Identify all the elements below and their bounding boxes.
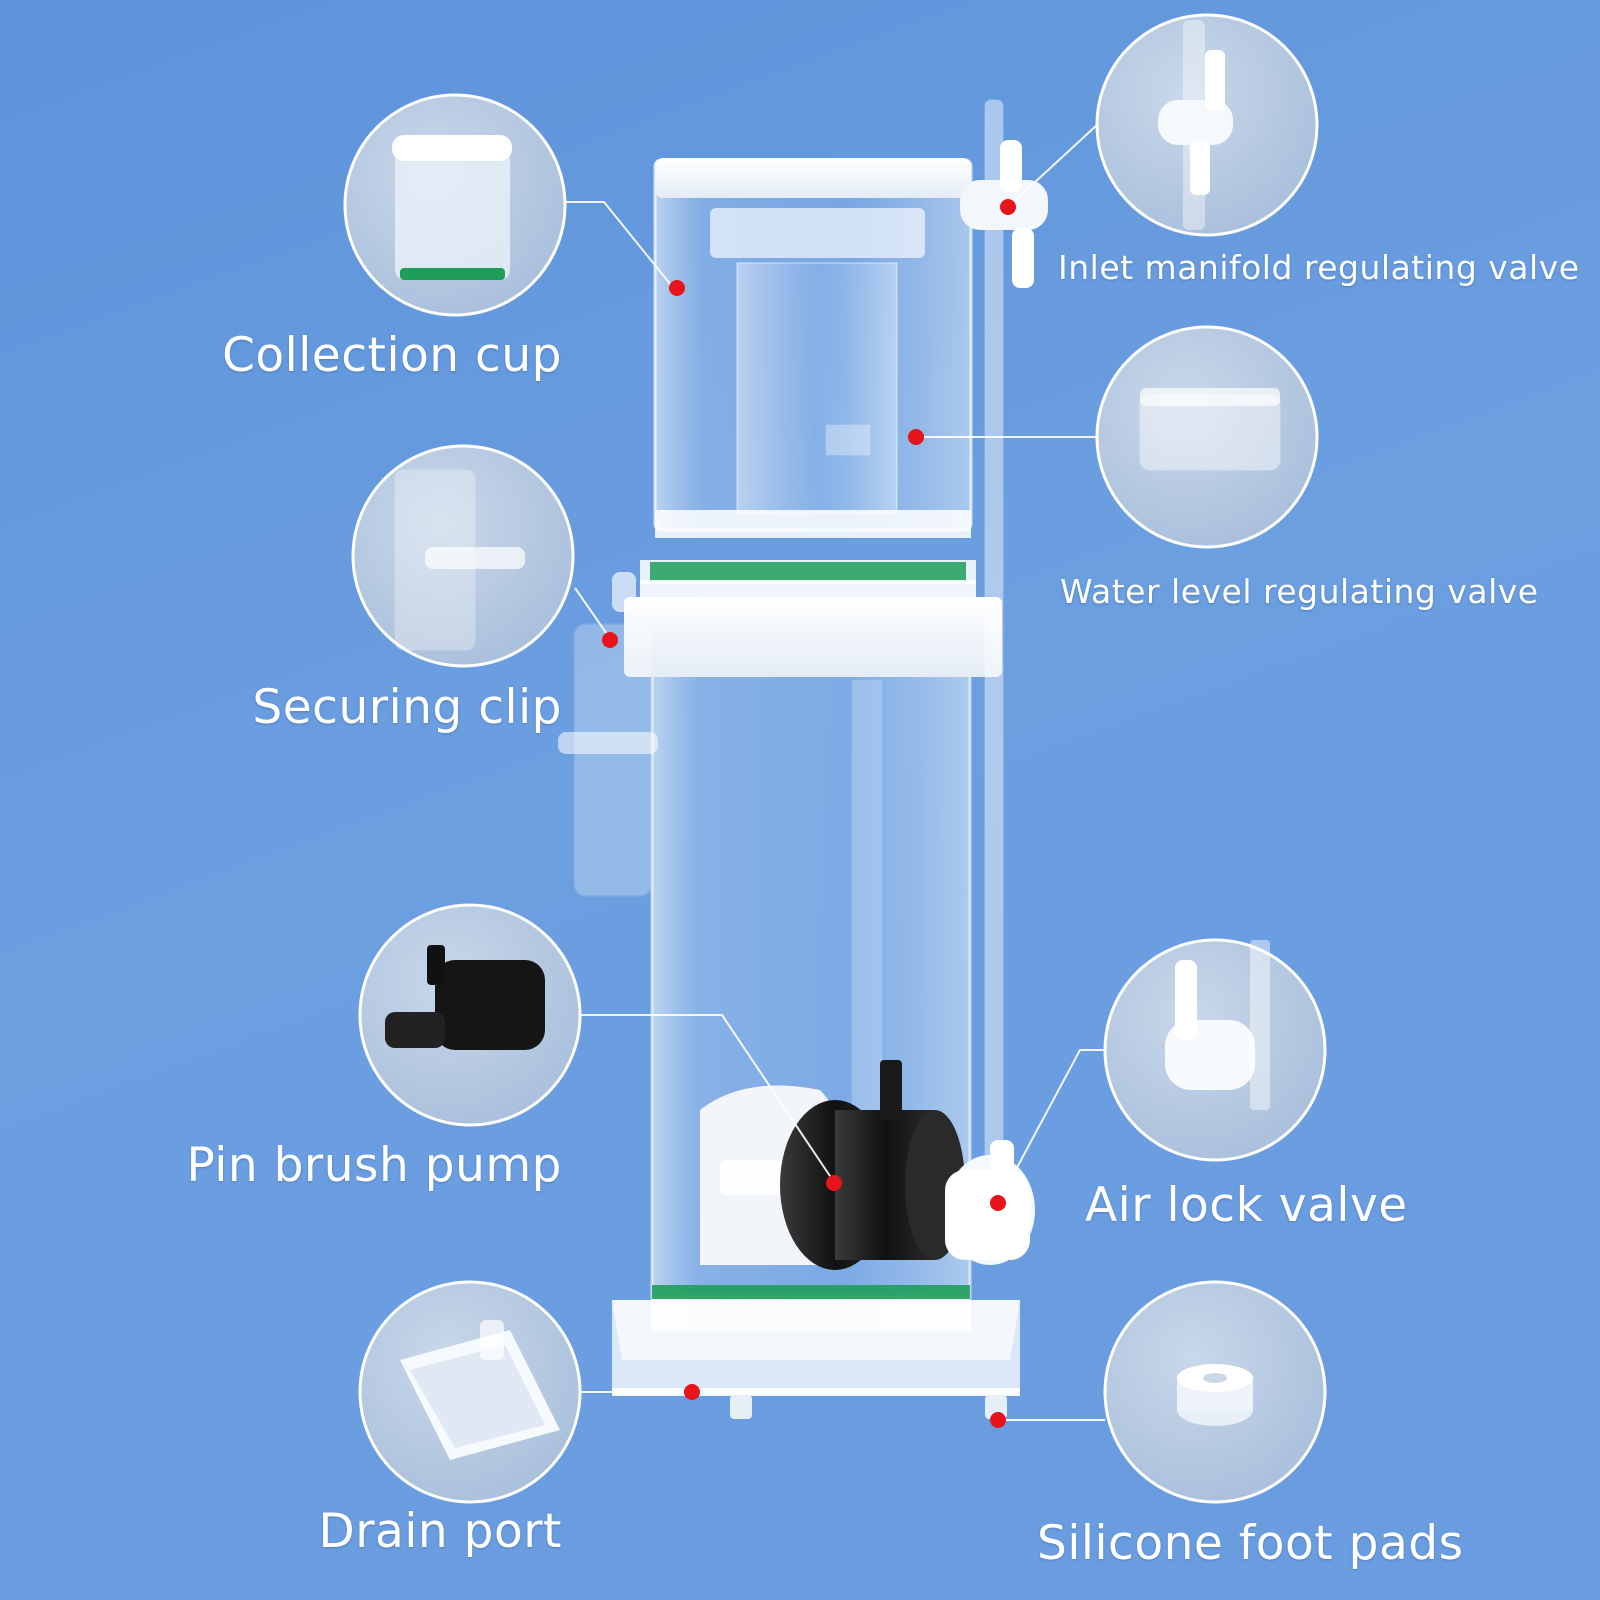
- callout-lines: [566, 124, 1105, 1421]
- marker-pump: [826, 1175, 842, 1191]
- airlock-detail-icon: [1103, 938, 1327, 1162]
- pump-detail-icon: [358, 903, 582, 1127]
- cup-detail-icon: [343, 93, 567, 317]
- label-drain-port: Drain port: [318, 1504, 562, 1559]
- label-pin-brush-pump: Pin brush pump: [186, 1138, 562, 1193]
- marker-dots: [602, 199, 1016, 1428]
- collar-ring: [624, 597, 1002, 677]
- marker-securing-clip: [602, 632, 618, 648]
- level-valve-detail-icon: [1095, 325, 1319, 549]
- riser-tube: [984, 99, 1004, 1181]
- marker-collection-cup: [669, 280, 685, 296]
- marker-drain: [684, 1384, 700, 1400]
- foot-pad-detail-icon: [1103, 1280, 1327, 1504]
- marker-foot-pads: [990, 1412, 1006, 1428]
- side-clip: [558, 572, 658, 897]
- label-silicone-foot-pads: Silicone foot pads: [1037, 1516, 1464, 1571]
- drain-detail-icon: [358, 1280, 582, 1504]
- label-inlet-valve: Inlet manifold regulating valve: [1058, 248, 1580, 287]
- marker-inlet-valve: [1000, 199, 1016, 215]
- detail-circles: [343, 13, 1327, 1504]
- protein-skimmer: [558, 99, 1048, 1419]
- marker-air-lock: [990, 1195, 1006, 1211]
- marker-water-level: [908, 429, 924, 445]
- label-air-lock-valve: Air lock valve: [1085, 1178, 1408, 1233]
- clip-detail-icon: [351, 444, 575, 668]
- valve-detail-icon: [1095, 13, 1319, 237]
- inlet-valve-part: [960, 140, 1048, 288]
- label-securing-clip: Securing clip: [252, 680, 562, 735]
- label-water-level-valve: Water level regulating valve: [1060, 572, 1539, 611]
- label-collection-cup: Collection cup: [222, 328, 562, 383]
